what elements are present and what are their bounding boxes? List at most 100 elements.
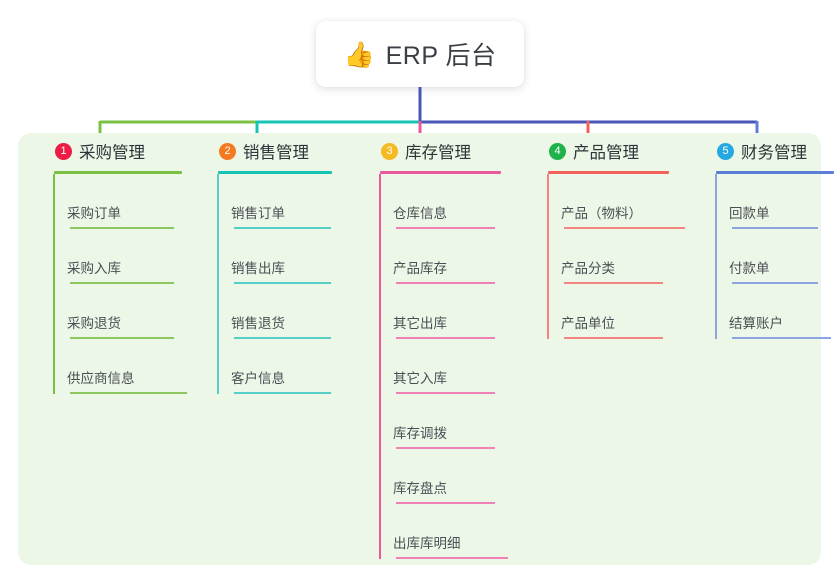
branch-badge-2: 2 — [219, 142, 236, 160]
leaf-rule — [564, 282, 663, 284]
leaf-item[interactable]: 供应商信息 — [53, 339, 206, 394]
leaf-label: 产品（物料） — [561, 206, 642, 221]
branch-column-1: 1 采购管理 采购订单 采购入库 采购退货 供应商信 — [36, 133, 206, 394]
branch-stem-2 — [217, 174, 219, 394]
leaf-label: 结算账户 — [729, 316, 783, 331]
leaf-item[interactable]: 销售出库 — [217, 229, 370, 284]
leaf-item[interactable]: 采购退货 — [53, 284, 206, 339]
branch-column-2: 2 销售管理 销售订单 销售出库 销售退货 客户信息 — [200, 133, 370, 394]
branch-badge-3: 3 — [381, 142, 398, 160]
leaf-item[interactable]: 其它出库 — [379, 284, 537, 339]
leaf-rule — [396, 227, 495, 229]
leaf-rule — [234, 282, 331, 284]
leaf-item[interactable]: 其它入库 — [379, 339, 537, 394]
leaf-label: 销售订单 — [231, 206, 285, 221]
leaf-label: 客户信息 — [231, 371, 285, 386]
branch-title-1: 采购管理 — [79, 144, 145, 162]
leaf-item[interactable]: 产品分类 — [547, 229, 710, 284]
leaf-item[interactable]: 销售订单 — [217, 174, 370, 229]
leaf-item[interactable]: 客户信息 — [217, 339, 370, 394]
branch-stem-4 — [547, 174, 549, 339]
leaf-item[interactable]: 库存调拨 — [379, 394, 537, 449]
leaf-label: 产品单位 — [561, 316, 615, 331]
branch-header-2[interactable]: 2 销售管理 — [200, 133, 370, 169]
branch-badge-4: 4 — [549, 142, 566, 160]
branch-rule-4 — [548, 171, 669, 174]
branch-badge-1: 1 — [55, 142, 72, 160]
branch-rule-1 — [54, 171, 182, 174]
leaf-rule — [396, 557, 508, 559]
branch-badge-5: 5 — [717, 142, 734, 160]
branch-column-5: 5 财务管理 回款单 付款单 结算账户 — [698, 133, 839, 339]
leaf-rule — [564, 227, 685, 229]
leaf-label: 采购退货 — [67, 316, 121, 331]
leaf-rule — [234, 227, 331, 229]
leaf-rule — [70, 337, 174, 339]
leaf-item[interactable]: 出库库明细 — [379, 504, 537, 559]
leaf-rule — [564, 337, 663, 339]
branch-stem-1 — [53, 174, 55, 394]
leaf-item[interactable]: 付款单 — [715, 229, 839, 284]
branch-leaves-1: 采购订单 采购入库 采购退货 供应商信息 — [36, 174, 206, 394]
root-node-title: ERP 后台 — [385, 42, 497, 70]
leaf-item[interactable]: 销售退货 — [217, 284, 370, 339]
thumbs-up-icon: 👍 — [343, 39, 375, 69]
branch-title-4: 产品管理 — [573, 144, 639, 162]
leaf-rule — [70, 227, 174, 229]
leaf-label: 回款单 — [729, 206, 770, 221]
branch-header-5[interactable]: 5 财务管理 — [698, 133, 839, 169]
branch-leaves-4: 产品（物料） 产品分类 产品单位 — [530, 174, 710, 339]
branch-rule-2 — [218, 171, 332, 174]
leaf-label: 产品分类 — [561, 261, 615, 276]
leaf-rule — [732, 227, 818, 229]
leaf-item[interactable]: 采购订单 — [53, 174, 206, 229]
leaf-label: 采购订单 — [67, 206, 121, 221]
branch-title-5: 财务管理 — [741, 144, 807, 162]
leaf-item[interactable]: 仓库信息 — [379, 174, 537, 229]
leaf-label: 出库库明细 — [393, 536, 461, 551]
branch-title-3: 库存管理 — [405, 144, 471, 162]
leaf-label: 产品库存 — [393, 261, 447, 276]
leaf-rule — [396, 282, 495, 284]
leaf-label: 库存调拨 — [393, 426, 447, 441]
leaf-rule — [70, 392, 187, 394]
leaf-rule — [234, 337, 331, 339]
branch-stem-5 — [715, 174, 717, 339]
leaf-item[interactable]: 库存盘点 — [379, 449, 537, 504]
leaf-label: 采购入库 — [67, 261, 121, 276]
branch-leaves-5: 回款单 付款单 结算账户 — [698, 174, 839, 339]
branch-column-3: 3 库存管理 仓库信息 产品库存 其它出库 其它入库 — [362, 133, 537, 559]
leaf-rule — [396, 502, 495, 504]
leaf-rule — [732, 337, 831, 339]
leaf-label: 付款单 — [729, 261, 770, 276]
diagram-panel — [18, 133, 821, 565]
branch-header-4[interactable]: 4 产品管理 — [530, 133, 710, 169]
leaf-rule — [732, 282, 818, 284]
leaf-rule — [396, 337, 495, 339]
leaf-label: 仓库信息 — [393, 206, 447, 221]
leaf-item[interactable]: 回款单 — [715, 174, 839, 229]
branch-leaves-3: 仓库信息 产品库存 其它出库 其它入库 库存调拨 — [362, 174, 537, 559]
leaf-rule — [234, 392, 331, 394]
leaf-label: 其它入库 — [393, 371, 447, 386]
leaf-rule — [396, 447, 495, 449]
branch-rule-3 — [380, 171, 501, 174]
branch-stem-3 — [379, 174, 381, 559]
leaf-item[interactable]: 产品单位 — [547, 284, 710, 339]
leaf-rule — [396, 392, 495, 394]
branch-header-1[interactable]: 1 采购管理 — [36, 133, 206, 169]
leaf-item[interactable]: 结算账户 — [715, 284, 839, 339]
branch-header-3[interactable]: 3 库存管理 — [362, 133, 537, 169]
leaf-rule — [70, 282, 174, 284]
leaf-label: 销售退货 — [231, 316, 285, 331]
root-node[interactable]: 👍 ERP 后台 — [316, 21, 524, 87]
branch-columns: 1 采购管理 采购订单 采购入库 采购退货 供应商信 — [18, 133, 834, 565]
leaf-label: 供应商信息 — [67, 371, 135, 386]
leaf-label: 库存盘点 — [393, 481, 447, 496]
leaf-label: 销售出库 — [231, 261, 285, 276]
branch-column-4: 4 产品管理 产品（物料） 产品分类 产品单位 — [530, 133, 710, 339]
leaf-item[interactable]: 产品库存 — [379, 229, 537, 284]
leaf-item[interactable]: 采购入库 — [53, 229, 206, 284]
leaf-item[interactable]: 产品（物料） — [547, 174, 710, 229]
